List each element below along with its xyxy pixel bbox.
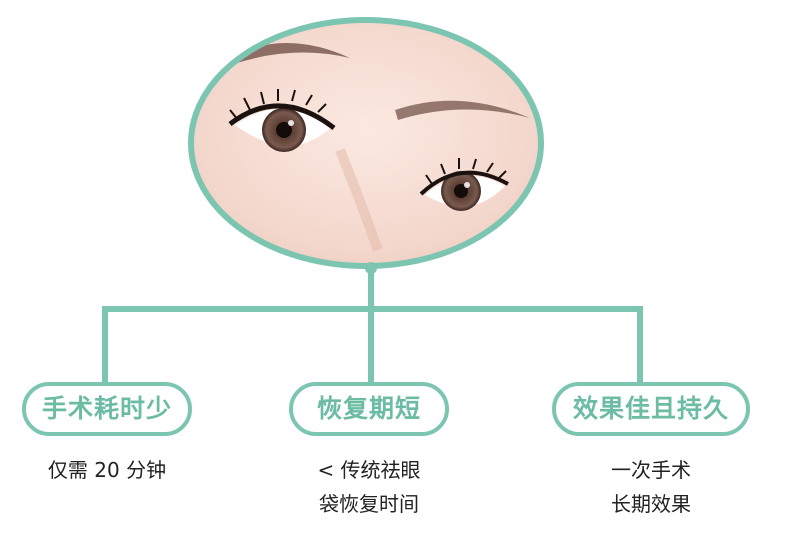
eye-photo bbox=[191, 20, 541, 266]
branch-desc-1-line-1: 仅需 20 分钟 bbox=[47, 458, 167, 482]
connector-lines bbox=[102, 263, 643, 385]
branch-label-1: 手术耗时少 bbox=[22, 382, 192, 436]
branch-desc-3: 一次手术 长期效果 bbox=[552, 453, 750, 521]
branch-desc-2-line-2: 袋恢复时间 bbox=[319, 492, 419, 516]
branch-label-3: 效果佳且持久 bbox=[552, 382, 750, 436]
branch-desc-2: < 传统祛眼 袋恢复时间 bbox=[289, 453, 449, 521]
branch-label-2: 恢复期短 bbox=[289, 382, 449, 436]
branch-desc-2-line-1: < 传统祛眼 bbox=[317, 458, 421, 482]
branch-desc-1: 仅需 20 分钟 bbox=[22, 453, 192, 487]
branch-desc-3-line-2: 长期效果 bbox=[611, 492, 691, 516]
branch-desc-3-line-1: 一次手术 bbox=[611, 458, 691, 482]
junction-dot bbox=[365, 262, 377, 274]
